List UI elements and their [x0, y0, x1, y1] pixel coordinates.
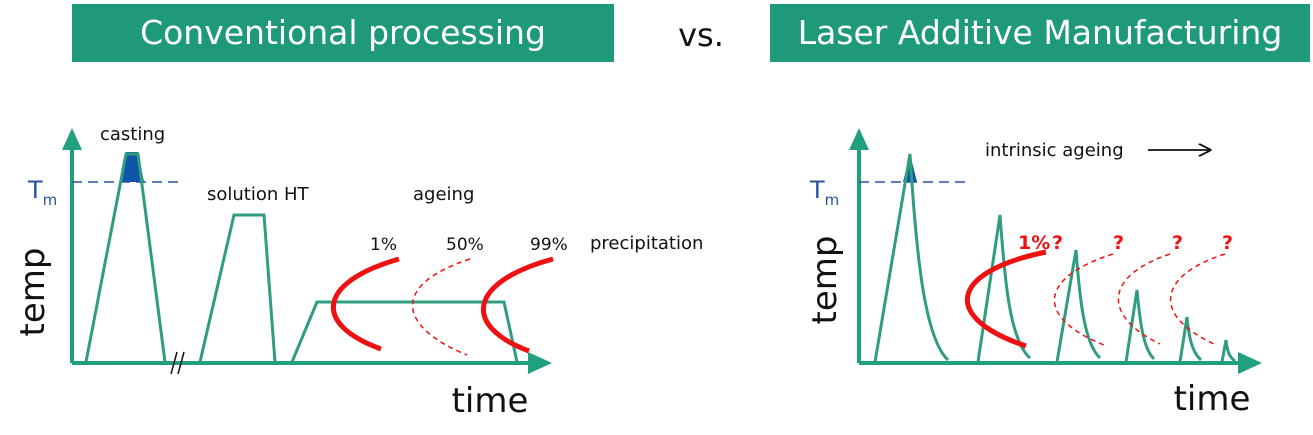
laser-pulse-5	[1178, 316, 1203, 363]
right-y-axis-arrowhead	[849, 128, 869, 150]
casting-curve	[84, 152, 167, 363]
right-x-axis-arrowhead	[1238, 352, 1262, 374]
precipitation-99pct-label: 99%	[530, 235, 568, 255]
laser-1pct-label: 1%	[1018, 232, 1050, 254]
intrinsic-ageing-label: intrinsic ageing	[985, 140, 1124, 161]
left-x-axis-label: time	[452, 381, 529, 421]
precipitation-1pct-label: 1%	[370, 235, 397, 255]
laser-precipitation-curve-4	[1170, 253, 1226, 345]
question-mark-2: ?	[1113, 232, 1124, 254]
precipitation-50pct-label: 50%	[446, 235, 484, 255]
ageing-curve	[290, 300, 519, 363]
question-mark-1: ?	[1052, 232, 1063, 254]
precipitation-50pct-curve	[411, 258, 471, 356]
vs-label: vs.	[678, 16, 724, 54]
left-y-axis-arrowhead	[62, 128, 82, 150]
left-tm-label: Tm	[27, 176, 57, 209]
precipitation-99pct-curve	[481, 256, 554, 354]
laser-additive-manufacturing-banner: Laser Additive Manufacturing	[770, 4, 1310, 62]
left-y-axis-label: temp	[13, 248, 53, 337]
solution-ht-label: solution HT	[207, 184, 310, 205]
left-panel: Tm temp time casting solution HT ageing …	[13, 124, 703, 421]
axis-break-mark-2	[177, 351, 185, 375]
precipitation-1pct-curve	[330, 256, 400, 352]
right-x-axis-label: time	[1174, 379, 1251, 419]
casting-label: casting	[100, 124, 165, 145]
question-mark-3: ?	[1172, 232, 1183, 254]
laser-pulse-1	[873, 153, 950, 363]
precipitation-label: precipitation	[590, 233, 703, 254]
question-mark-4: ?	[1222, 232, 1233, 254]
right-panel: Tm temp time intrinsic ageing 1% ? ? ? ?	[805, 128, 1262, 419]
solution-ht-curve	[198, 213, 277, 363]
laser-precipitation-curve-3	[1117, 253, 1171, 345]
axis-break-mark-1	[170, 351, 178, 375]
right-tm-label: Tm	[809, 176, 839, 209]
laser-pulse-3	[1055, 249, 1102, 363]
laser-pulse-2	[976, 214, 1032, 363]
ageing-label: ageing	[413, 184, 474, 205]
laser-precipitation-1pct-curve	[965, 249, 1047, 349]
left-x-axis-arrowhead	[528, 352, 552, 374]
right-y-axis-label: temp	[805, 236, 845, 325]
laser-pulse-4	[1124, 289, 1156, 363]
laser-pulse-6	[1220, 339, 1236, 363]
conventional-processing-banner: Conventional processing	[72, 4, 614, 62]
